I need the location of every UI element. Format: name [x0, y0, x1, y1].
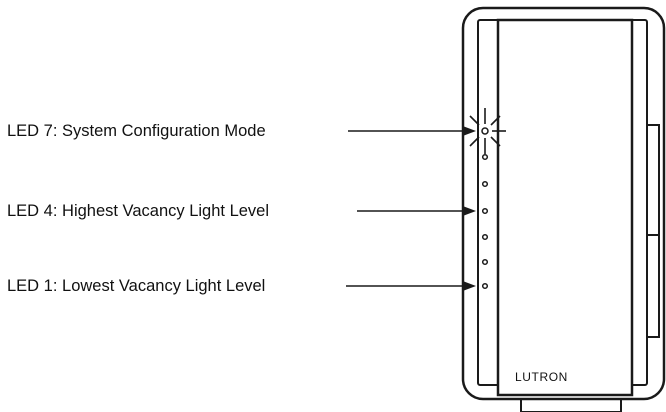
led-1	[481, 282, 489, 290]
rocker-paddle	[496, 18, 634, 397]
led-column	[481, 127, 489, 290]
callout-led-4-label: LED 4: Highest Vacancy Light Level	[7, 202, 270, 220]
led-7-flash-rays	[469, 108, 506, 154]
callout-led-7-label: LED 7: System Configuration Mode	[7, 122, 266, 140]
led-6	[481, 153, 489, 161]
led-5	[481, 180, 489, 188]
led-2	[481, 258, 489, 266]
led-7	[481, 127, 489, 135]
side-slider	[646, 124, 660, 338]
brand-logo-text: LUTRON	[515, 370, 568, 384]
led-3	[481, 233, 489, 241]
arrowhead-led-7	[464, 126, 476, 136]
callout-led-1-label: LED 1: Lowest Vacancy Light Level	[7, 277, 266, 295]
leader-arrows	[346, 126, 476, 291]
arrowhead-led-1	[464, 281, 476, 291]
arrowhead-led-4	[464, 206, 476, 216]
led-4	[481, 207, 489, 215]
